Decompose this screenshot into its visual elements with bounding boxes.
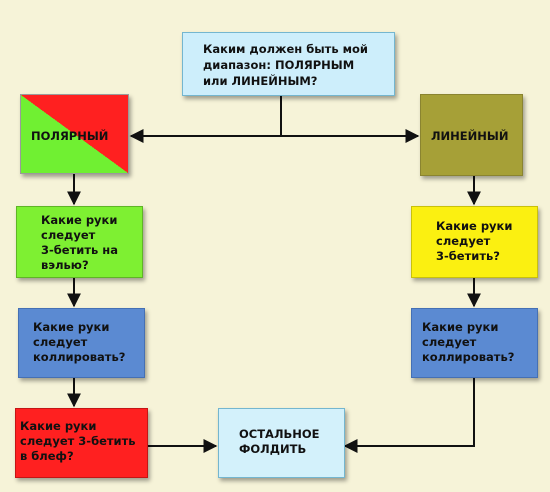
node-linear: ЛИНЕЙНЫЙ xyxy=(420,94,523,176)
node-fold-label: ОСТАЛЬНОЕ ФОЛДИТЬ xyxy=(239,427,320,456)
node-linear-label: ЛИНЕЙНЫЙ xyxy=(431,129,509,143)
node-fold: ОСТАЛЬНОЕ ФОЛДИТЬ xyxy=(218,408,345,478)
node-linear-3bet: Какие руки следует 3-бетить? xyxy=(411,206,538,278)
node-polar-call-label: Какие руки следует коллировать? xyxy=(33,320,126,364)
edge-linear-call-to-fold xyxy=(343,378,475,453)
node-question: Каким должен быть мой диапазон: ПОЛЯРНЫМ… xyxy=(182,32,395,96)
node-polar-label: ПОЛЯРНЫЙ xyxy=(31,129,109,143)
node-polar-bluff: Какие руки следует 3-бетить в блеф? xyxy=(15,408,148,478)
node-polar-bluff-label: Какие руки следует 3-бетить в блеф? xyxy=(20,419,136,463)
node-polar: ПОЛЯРНЫЙ xyxy=(20,94,129,174)
node-linear-call: Какие руки следует коллировать? xyxy=(411,308,538,378)
node-polar-value3bet: Какие руки следует 3-бетить на вэлью? xyxy=(16,206,143,278)
node-polar-value3bet-label: Какие руки следует 3-бетить на вэлью? xyxy=(41,213,118,272)
node-polar-call: Какие руки следует коллировать? xyxy=(18,308,145,378)
node-linear-3bet-label: Какие руки следует 3-бетить? xyxy=(436,219,513,263)
node-linear-call-label: Какие руки следует коллировать? xyxy=(422,320,515,364)
node-question-label: Каким должен быть мой диапазон: ПОЛЯРНЫМ… xyxy=(203,42,368,88)
